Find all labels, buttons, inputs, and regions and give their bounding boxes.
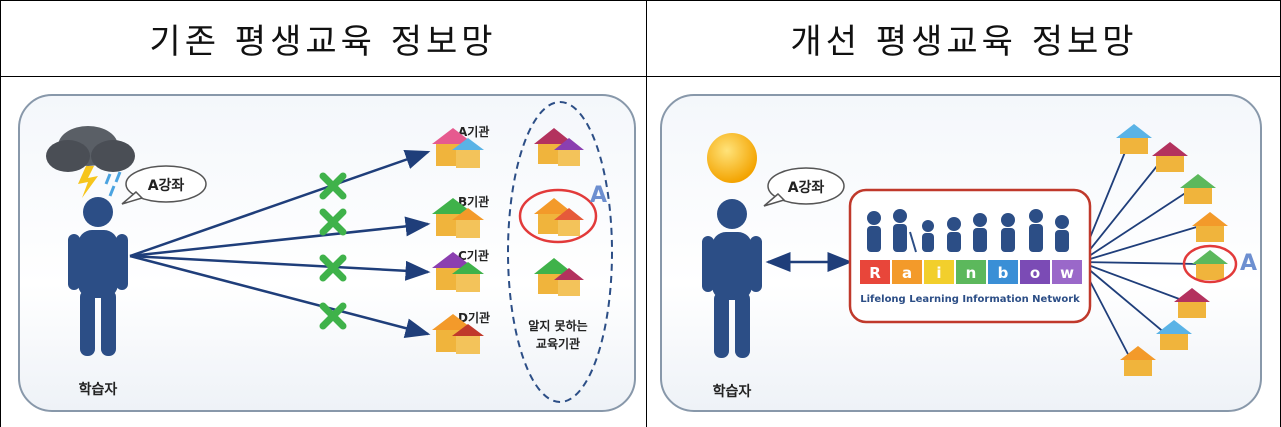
network-caption: Lifelong Learning Information Network [860, 294, 1080, 305]
unknown-label-line2: 교육기관 [536, 336, 580, 351]
rainbow-letter-box-w [1052, 260, 1082, 284]
svg-text:B기관: B기관 [458, 194, 489, 209]
network-spokes [1079, 139, 1201, 359]
header-existing-network: 기존 평생교육 정보망 [149, 21, 497, 62]
rainbow-letter-box-o [1020, 260, 1050, 284]
connection-arrows [129, 149, 431, 338]
learner-figures-icon [867, 209, 1069, 253]
rainbow-letter-r: R [869, 264, 881, 282]
institution-icons [1116, 124, 1228, 376]
learner-label: 학습자 [79, 382, 118, 398]
highlight-circle [1182, 244, 1238, 284]
institution-b: B기관 [432, 194, 489, 238]
rainbow-letter-i: i [936, 264, 941, 282]
rainbow-letter-box-a [892, 260, 922, 284]
learner-label: 학습자 [713, 384, 752, 400]
rainbow-logo: R a i n b o w [860, 260, 1082, 284]
rainbow-letter-o: o [1030, 264, 1040, 282]
header-improved-network: 개선 평생교육 정보망 [790, 21, 1138, 62]
storm-cloud-icon [46, 126, 135, 198]
rainbow-letter-n: n [966, 264, 977, 282]
sun-icon [707, 133, 757, 183]
highlight-circle [518, 188, 598, 244]
table-divider-horizontal [0, 76, 1281, 77]
unknown-label-line1: 알지 못하는 [528, 318, 587, 333]
table-divider-vertical [646, 0, 647, 427]
svg-text:D기관: D기관 [458, 310, 490, 325]
rainbow-letter-a: a [902, 264, 912, 282]
institution-7 [1156, 320, 1192, 350]
svg-text:C기관: C기관 [458, 248, 489, 263]
target-marker-a: A [590, 183, 607, 208]
institution-1 [1116, 124, 1152, 154]
unknown-institution-2 [534, 198, 584, 236]
table-border-left [0, 0, 1, 427]
speech-bubble: A강좌 [763, 167, 845, 207]
rainbow-letter-box-r [860, 260, 890, 284]
bubble-text: A강좌 [148, 177, 185, 194]
rainbow-letter-box-b [988, 260, 1018, 284]
institution-3 [1180, 174, 1216, 204]
institution-4 [1192, 212, 1228, 242]
unknown-institution-3 [534, 258, 584, 296]
unknown-institution-1 [534, 128, 584, 166]
blocked-x-icons [319, 172, 347, 330]
rainbow-letter-box-n [956, 260, 986, 284]
institution-c: C기관 [432, 248, 489, 292]
target-marker-a: A [1240, 251, 1257, 276]
unknown-institutions-dashed-oval [507, 101, 613, 403]
institution-a: A기관 [432, 124, 489, 168]
rainbow-letter-b: b [998, 264, 1009, 282]
table-border-top [0, 0, 1281, 1]
existing-network-diagram: A강좌 학습자 A기관 B기관 C기관 D기관 [46, 101, 613, 403]
institution-5 [1192, 250, 1228, 280]
institution-d: D기관 [432, 310, 490, 354]
learner-person-icon [68, 197, 128, 356]
institution-6 [1174, 288, 1210, 318]
rainbow-letter-w: w [1060, 264, 1074, 282]
institution-2 [1152, 142, 1188, 172]
learner-person-icon [702, 199, 762, 358]
institution-8 [1120, 346, 1156, 376]
rainbow-letter-box-i [924, 260, 954, 284]
bubble-text: A강좌 [788, 179, 825, 196]
improved-network-diagram: A강좌 학습자 R [702, 124, 1257, 400]
rainbow-network-box [848, 188, 1092, 324]
speech-bubble: A강좌 [121, 165, 207, 205]
svg-text:A기관: A기관 [458, 124, 489, 139]
